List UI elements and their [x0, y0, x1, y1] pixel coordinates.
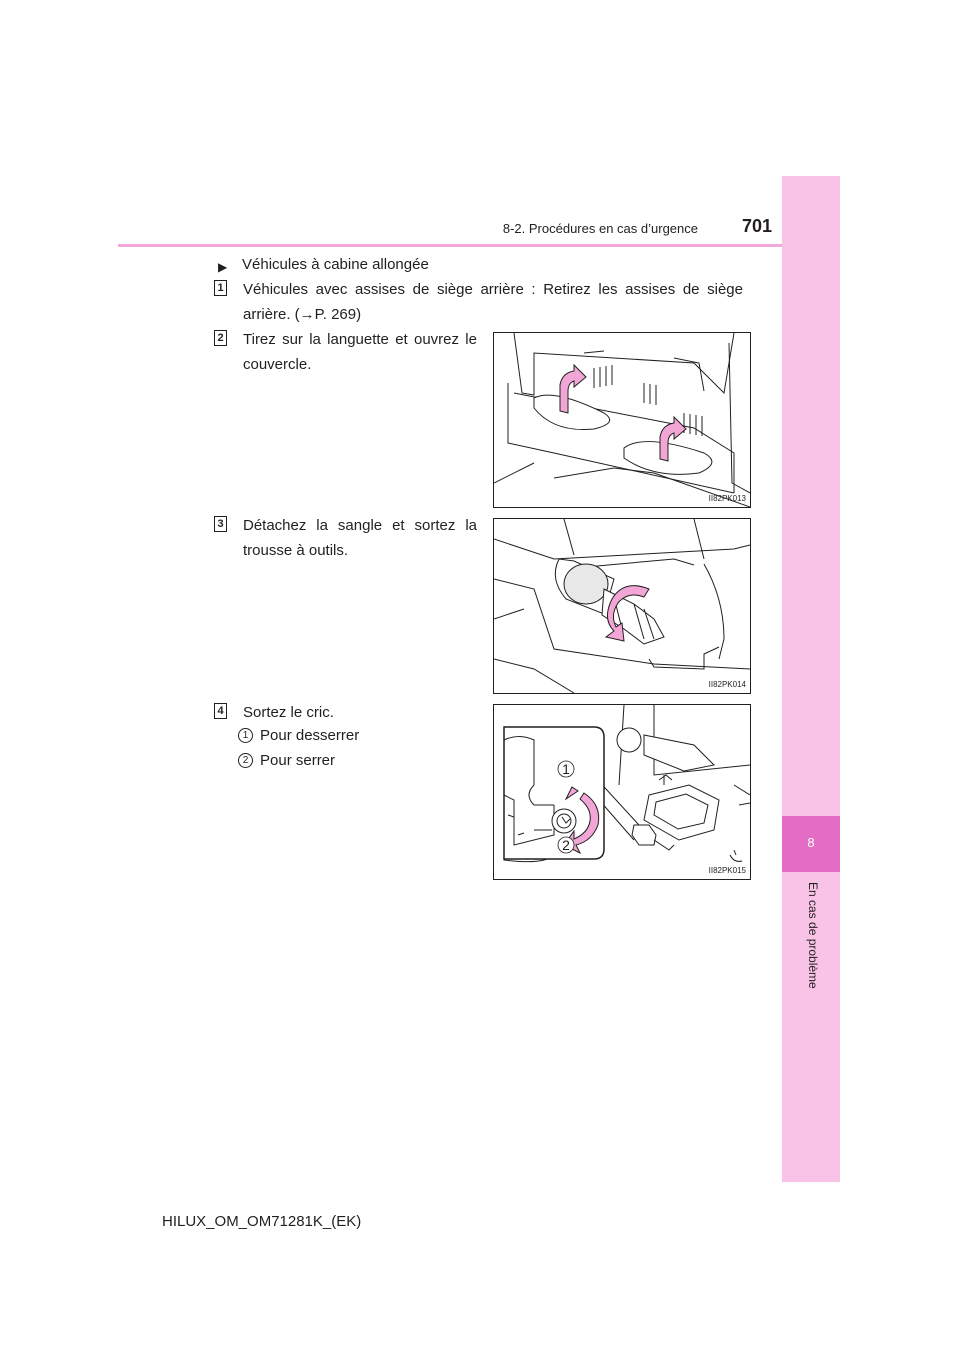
- step-2-line-2: couvercle.: [243, 356, 312, 373]
- figure-callout-1: 1: [562, 761, 570, 777]
- figure-code: II82PK015: [708, 866, 746, 875]
- figure-callout-2: 2: [562, 837, 570, 853]
- chapter-title: En cas de problème: [806, 882, 820, 989]
- figure-tool-bag: II82PK014: [493, 518, 751, 694]
- header-rule: [118, 244, 840, 247]
- side-tab-bottom: [782, 872, 840, 1182]
- substep-number-1: 1: [238, 728, 253, 743]
- step-1-line-1: Véhicules avec assises de siège arrière …: [243, 281, 743, 298]
- substep-number-2: 2: [238, 753, 253, 768]
- substep-label-tighten: Pour serrer: [260, 752, 336, 769]
- chapter-number: 8: [807, 835, 815, 850]
- figure-code: II82PK013: [708, 494, 746, 503]
- figure-rear-seat-covers: II82PK013: [493, 332, 751, 508]
- side-tab-top: [782, 176, 840, 816]
- section-title: 8-2. Procédures en cas d’urgence: [502, 221, 698, 236]
- step-4-line-1: Sortez le cric.: [243, 704, 334, 721]
- step-number-2: 2: [214, 330, 227, 346]
- step-3-line-1: Détachez la sangle et sortez la: [243, 517, 477, 534]
- step-number-3: 3: [214, 516, 227, 532]
- triangle-marker-icon: ▶: [218, 260, 228, 274]
- figure-code: II82PK014: [708, 680, 746, 689]
- step-number-1: 1: [214, 280, 227, 296]
- page-number: 701: [741, 216, 772, 236]
- step-1-line-2: arrière. (→P. 269): [243, 306, 362, 323]
- side-tab-chapter-block: [782, 816, 840, 872]
- section-heading: Véhicules à cabine allongée: [242, 256, 429, 273]
- step-3-line-2: trousse à outils.: [243, 542, 349, 559]
- figure-jack-removal: 1 2 II82PK015: [493, 704, 751, 880]
- step-2-line-1: Tirez sur la languette et ouvrez le: [243, 331, 477, 348]
- step-number-4: 4: [214, 703, 227, 719]
- document-id: HILUX_OM_OM71281K_(EK): [162, 1213, 362, 1230]
- substep-label-loosen: Pour desserrer: [260, 727, 360, 744]
